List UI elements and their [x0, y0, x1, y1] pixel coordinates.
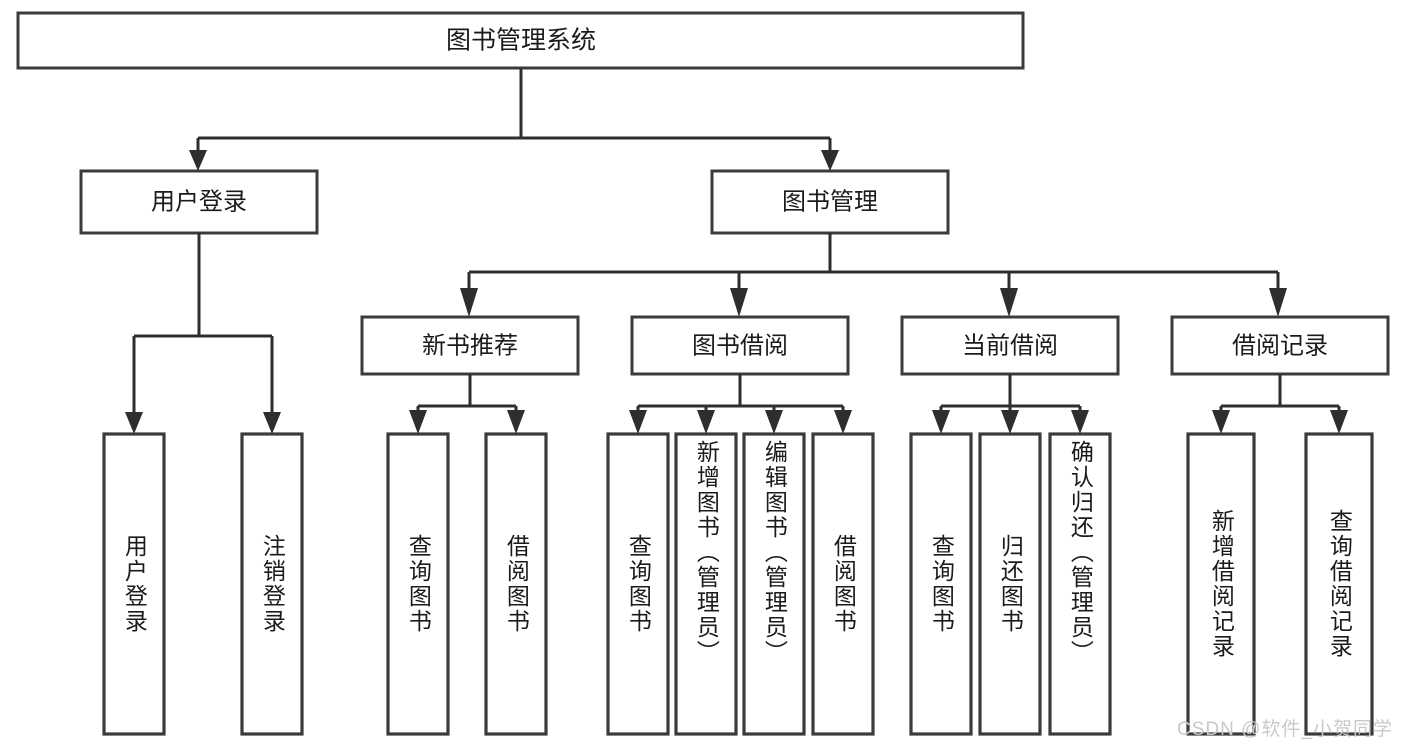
- arrow-to-book-manage: [821, 150, 839, 171]
- leaf-box-query-book-2[interactable]: [606, 432, 670, 736]
- node-user-login-label: 用户登录: [151, 188, 247, 215]
- arrow-to-leaf-query-book-3: [932, 410, 950, 434]
- connector-current-borrow-to-leaves: [932, 374, 1089, 434]
- node-root-label: 图书管理系统: [446, 27, 596, 55]
- arrow-to-current-borrow: [1000, 288, 1018, 317]
- node-new-book-recommend-box: [360, 315, 580, 376]
- arrow-to-leaf-return-book: [1001, 410, 1019, 434]
- connector-borrow-record-to-leaves: [1212, 374, 1348, 434]
- arrow-to-leaf-add-book: [697, 410, 715, 434]
- connector-book-borrow-to-leaves: [629, 374, 852, 434]
- leaf-box-edit-book[interactable]: [742, 432, 806, 736]
- node-book-manage[interactable]: 图书管理: [710, 169, 950, 235]
- node-current-borrow-label: 当前借阅: [962, 332, 1058, 359]
- arrow-to-book-borrow: [730, 288, 748, 317]
- arrow-to-leaf-edit-book: [765, 410, 783, 434]
- arrow-to-leaf-logout: [263, 412, 281, 434]
- leaf-box-borrow-book-2[interactable]: [811, 432, 875, 736]
- arrow-to-leaf-add-record: [1212, 410, 1230, 434]
- node-book-manage-label: 图书管理: [782, 188, 878, 215]
- node-current-borrow[interactable]: 当前借阅: [900, 315, 1120, 376]
- leaf-box-return-book[interactable]: [978, 432, 1042, 736]
- leaf-box-query-record[interactable]: [1304, 432, 1374, 736]
- arrow-to-leaf-user-login: [125, 412, 143, 434]
- connector-book-manage-to-level3: [460, 233, 1287, 317]
- leaf-box-query-book-1[interactable]: [386, 432, 450, 736]
- connector-root-to-level2: [189, 68, 839, 171]
- leaf-box-query-book-3[interactable]: [909, 432, 973, 736]
- node-borrow-record[interactable]: 借阅记录: [1170, 315, 1390, 376]
- leaf-box-add-record[interactable]: [1186, 432, 1256, 736]
- watermark-text: CSDN @软件_小贺同学: [1177, 719, 1393, 740]
- arrow-to-leaf-borrow-book-2: [834, 410, 852, 434]
- arrow-to-leaf-query-book-1: [409, 410, 427, 434]
- node-book-borrow[interactable]: 图书借阅: [630, 315, 850, 376]
- arrow-to-leaf-borrow-book-1: [507, 410, 525, 434]
- leaf-box-add-book[interactable]: [674, 432, 738, 736]
- arrow-to-leaf-query-book-2: [629, 410, 647, 434]
- arrow-to-new-book-recommend: [460, 288, 478, 317]
- arrow-to-leaf-query-record: [1330, 410, 1348, 434]
- arrow-to-borrow-record: [1269, 288, 1287, 317]
- node-book-borrow-label: 图书借阅: [692, 332, 788, 359]
- node-user-login[interactable]: 用户登录: [79, 169, 319, 235]
- node-root[interactable]: 图书管理系统: [16, 11, 1025, 70]
- arrow-to-user-login: [189, 150, 207, 171]
- node-current-borrow-box: [900, 315, 1120, 376]
- node-new-book-recommend[interactable]: 新书推荐: [360, 315, 580, 376]
- node-borrow-record-label: 借阅记录: [1232, 332, 1328, 359]
- arrow-to-leaf-confirm-return: [1071, 410, 1089, 434]
- connector-new-book-recommend-to-leaves: [409, 374, 525, 434]
- node-root-box: [16, 11, 1025, 70]
- node-new-book-recommend-label: 新书推荐: [422, 332, 518, 359]
- leaf-box-logout[interactable]: [240, 432, 304, 736]
- node-user-login-box: [79, 169, 319, 235]
- leaf-box-user-login[interactable]: [102, 432, 166, 736]
- leaf-box-confirm-return[interactable]: [1048, 432, 1112, 736]
- leaf-box-borrow-book-1[interactable]: [484, 432, 548, 736]
- connector-user-login-to-leaves: [125, 233, 281, 434]
